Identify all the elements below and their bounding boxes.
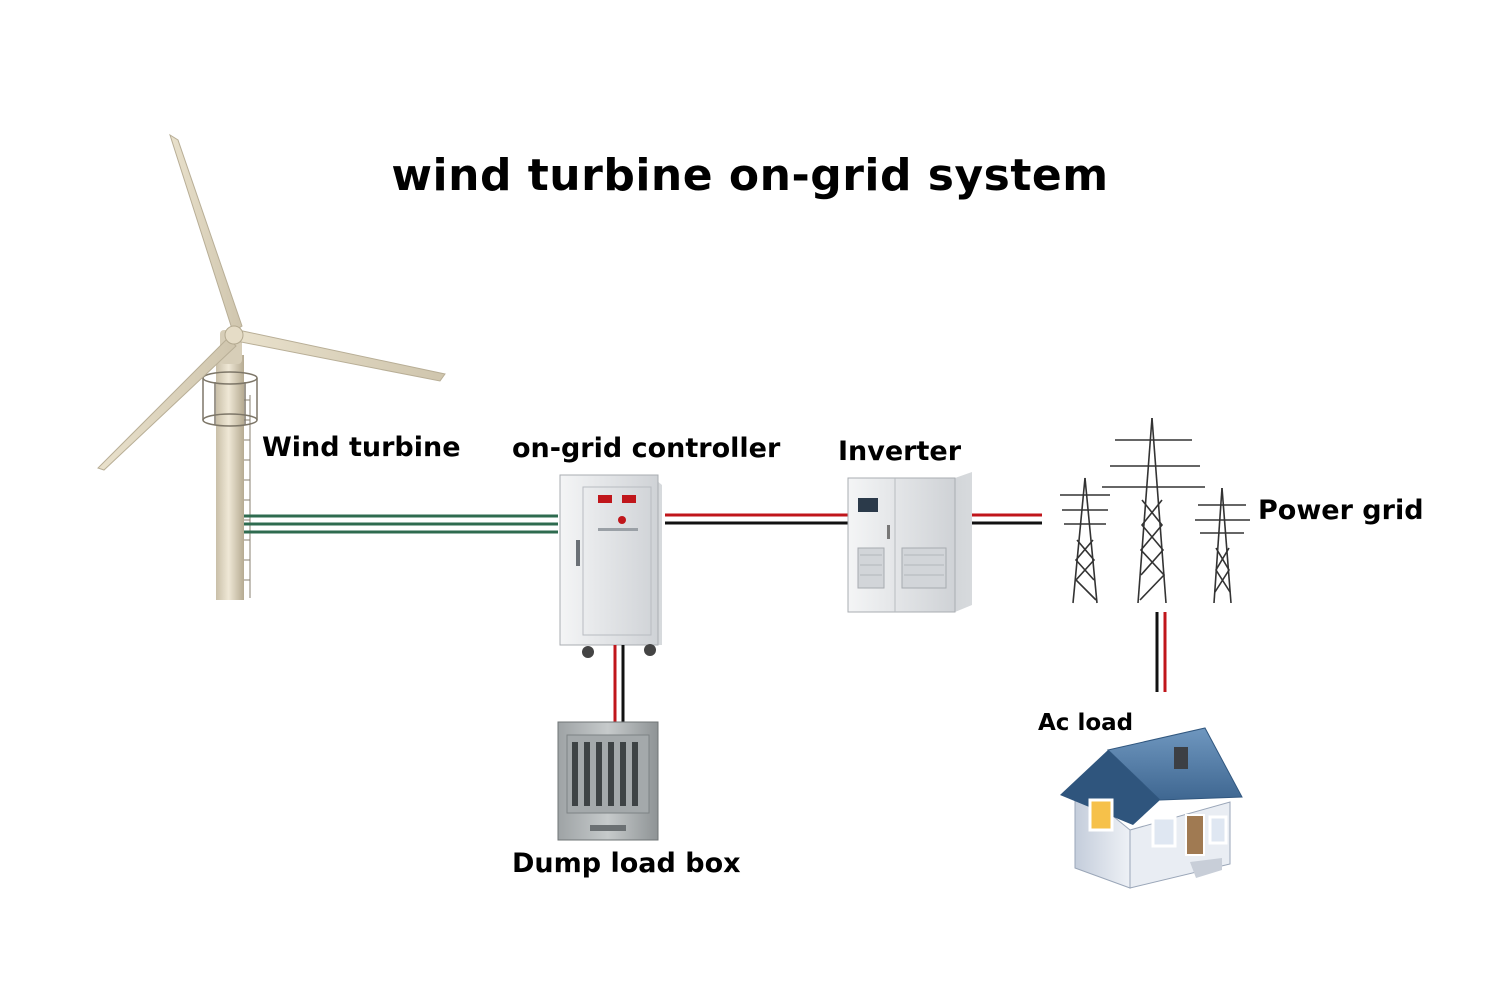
dump-load-box-icon: [557, 721, 659, 841]
ac-load-wires: [1155, 612, 1167, 692]
dump-load-label: Dump load box: [512, 848, 741, 879]
diagram-title: wind turbine on-grid system: [391, 150, 1109, 201]
wind-turbine-icon: [97, 133, 446, 600]
house-icon: [1060, 727, 1243, 889]
wind-turbine-label: Wind turbine: [262, 432, 461, 463]
ac-wires-inverter-grid: [972, 513, 1042, 525]
controller-label: on-grid controller: [512, 433, 781, 464]
three-phase-wires: [244, 514, 558, 534]
inverter-label: Inverter: [838, 436, 962, 467]
dump-load-wires: [613, 645, 625, 722]
ac-load-label: Ac load: [1038, 710, 1134, 736]
power-grid-towers-icon: [1060, 417, 1250, 604]
power-grid-label: Power grid: [1258, 495, 1424, 526]
dc-wires-controller-inverter: [665, 513, 848, 525]
controller-cabinet-icon: [559, 474, 662, 658]
inverter-icon: [847, 472, 972, 613]
